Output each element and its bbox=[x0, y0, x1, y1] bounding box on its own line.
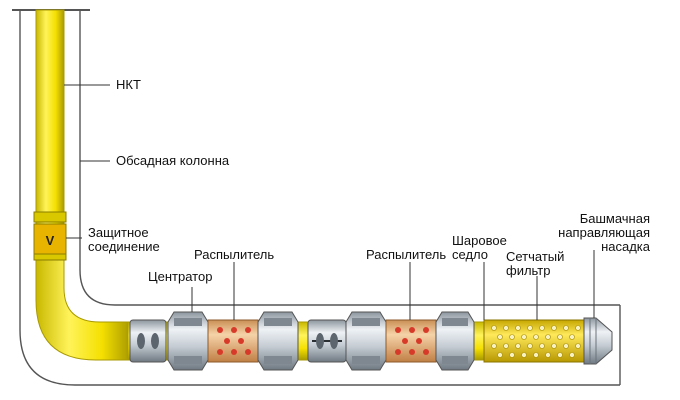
sub-1 bbox=[129, 319, 167, 363]
mesh-filter-body bbox=[483, 319, 585, 363]
label-nkt: НКТ bbox=[116, 77, 141, 92]
centralizer-1 bbox=[167, 311, 209, 371]
sprayer-2-body bbox=[385, 319, 437, 363]
centralizer-3 bbox=[345, 311, 387, 371]
joint-mark: V bbox=[46, 233, 55, 248]
leader-lines bbox=[64, 84, 595, 320]
casing bbox=[12, 9, 621, 386]
label-casing: Обсадная колонна bbox=[116, 153, 230, 168]
ball-seat-body bbox=[435, 311, 475, 371]
protective-joint: V bbox=[33, 211, 67, 261]
casing-inner-wall bbox=[79, 10, 620, 306]
sprayer-1-body bbox=[207, 319, 259, 363]
casing-outer-wall bbox=[19, 10, 620, 386]
label-mesh-filter: Сетчатый фильтр bbox=[506, 249, 565, 278]
label-guide-shoe: Башмачная направляющая насадка bbox=[558, 211, 650, 254]
label-sprayer-1: Распылитель bbox=[194, 247, 275, 262]
sub-2 bbox=[307, 319, 347, 363]
guide-shoe-body bbox=[583, 317, 613, 365]
tubing-bend bbox=[35, 257, 131, 361]
label-ball-seat: Шаровое седло bbox=[452, 233, 507, 262]
label-centralizer: Центратор bbox=[148, 269, 213, 284]
tubing bbox=[35, 9, 599, 361]
label-protective-joint: Защитное соединение bbox=[88, 225, 160, 254]
centralizer-2 bbox=[257, 311, 299, 371]
label-sprayer-2: Распылитель bbox=[366, 247, 447, 262]
